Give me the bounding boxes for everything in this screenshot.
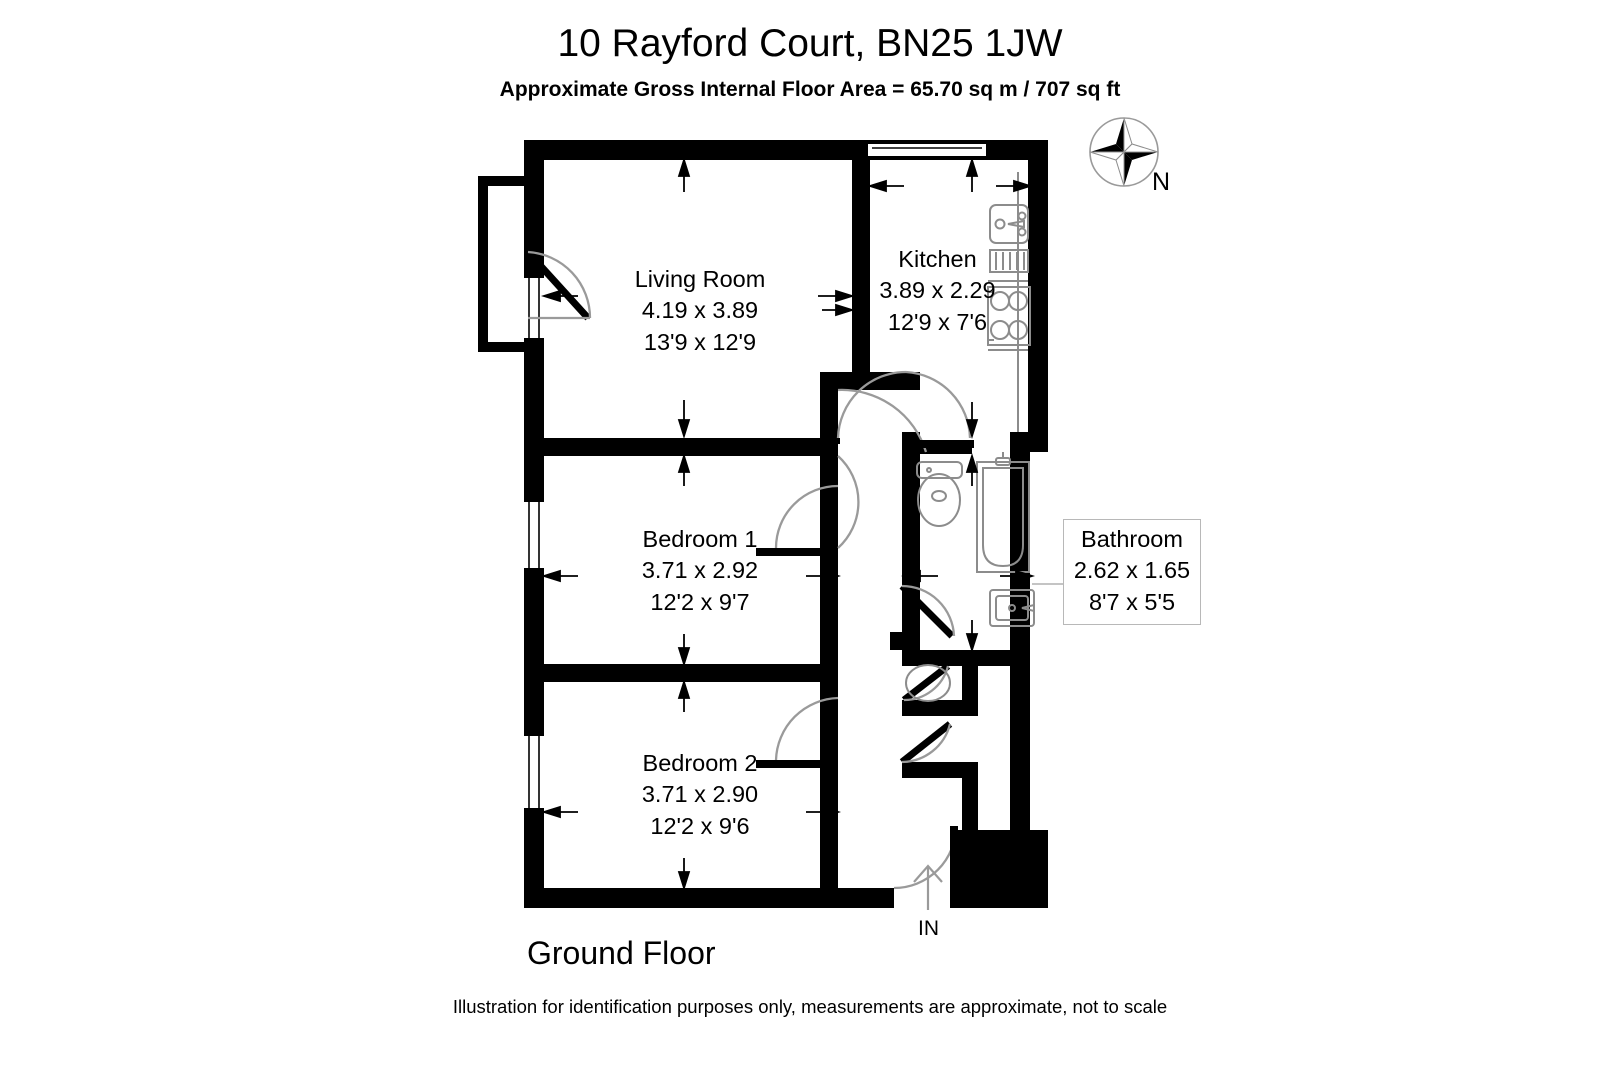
room-name: Kitchen bbox=[898, 246, 977, 272]
room-name: Bedroom 1 bbox=[642, 526, 758, 552]
kitchen-fixtures bbox=[987, 172, 1031, 432]
compass-rose-icon bbox=[1089, 117, 1159, 187]
toilet-icon bbox=[916, 461, 963, 527]
room-label-bedroom-2: Bedroom 2 3.71 x 2.90 12'2 x 9'6 bbox=[585, 748, 815, 842]
room-imperial-dimensions: 12'2 x 9'6 bbox=[650, 812, 750, 839]
compass-north-label: N bbox=[1152, 168, 1171, 196]
floor-name-label: Ground Floor bbox=[527, 935, 716, 971]
entrance-label: IN bbox=[918, 917, 939, 940]
room-label-kitchen: Kitchen 3.89 x 2.29 12'9 x 7'6 bbox=[845, 244, 1030, 338]
washbasin-icon bbox=[989, 589, 1035, 627]
room-imperial-dimensions: 12'2 x 9'7 bbox=[650, 588, 750, 615]
entrance-arrow-icon bbox=[913, 864, 943, 910]
room-name: Bathroom bbox=[1081, 526, 1183, 552]
room-label-bathroom-callout: Bathroom 2.62 x 1.65 8'7 x 5'5 bbox=[1063, 519, 1201, 625]
room-label-bedroom-1: Bedroom 1 3.71 x 2.92 12'2 x 9'7 bbox=[585, 524, 815, 618]
room-name: Living Room bbox=[634, 266, 766, 292]
cylinder-cupboard-icon bbox=[905, 664, 951, 702]
room-metric-dimensions: 2.62 x 1.65 bbox=[1073, 557, 1191, 584]
room-imperial-dimensions: 8'7 x 5'5 bbox=[1088, 588, 1176, 615]
hob-icon bbox=[987, 286, 1031, 346]
sink-icon bbox=[989, 204, 1029, 244]
bathtub-icon bbox=[976, 452, 1030, 573]
window-group bbox=[528, 147, 982, 808]
floor-area-subtitle: Approximate Gross Internal Floor Area = … bbox=[499, 78, 1121, 101]
room-metric-dimensions: 3.71 x 2.92 bbox=[641, 557, 759, 584]
room-metric-dimensions: 4.19 x 3.89 bbox=[641, 297, 759, 324]
drainer-icon bbox=[989, 249, 1029, 273]
room-label-living-room: Living Room 4.19 x 3.89 13'9 x 12'9 bbox=[585, 264, 815, 358]
dimension-arrows bbox=[540, 156, 1036, 892]
bathroom-fixtures bbox=[916, 452, 1035, 627]
disclaimer-text: Illustration for identification purposes… bbox=[452, 996, 1168, 1017]
room-metric-dimensions: 3.71 x 2.90 bbox=[641, 781, 759, 808]
room-name: Bedroom 2 bbox=[642, 750, 758, 776]
room-imperial-dimensions: 12'9 x 7'6 bbox=[887, 308, 988, 335]
wall-group bbox=[478, 140, 1048, 908]
page-title: 10 Rayford Court, BN25 1JW bbox=[557, 22, 1063, 65]
room-imperial-dimensions: 13'9 x 12'9 bbox=[643, 328, 757, 355]
room-metric-dimensions: 3.89 x 2.29 bbox=[879, 277, 996, 304]
